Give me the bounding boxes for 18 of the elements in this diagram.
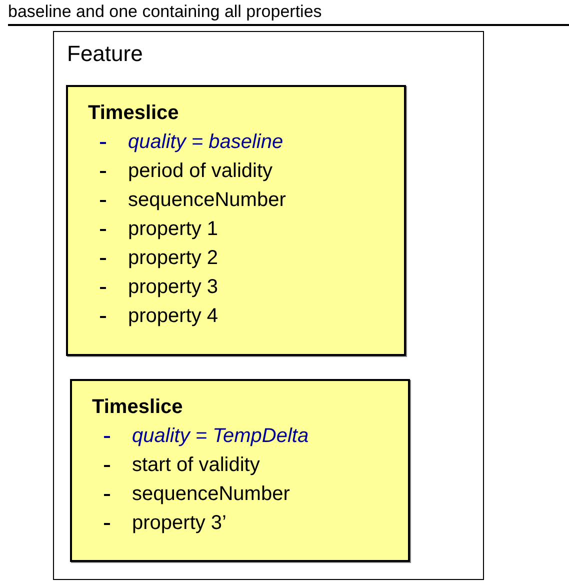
list-item: property 1 — [128, 217, 218, 242]
feature-box — [53, 31, 484, 580]
timeslice-box — [66, 85, 406, 356]
box-heading: Timeslice — [92, 395, 183, 420]
list-item: start of validity — [132, 453, 260, 478]
list-item: property 3’ — [132, 511, 226, 536]
box-title: Feature — [67, 40, 143, 68]
list-item: property 2 — [128, 246, 218, 271]
list-item: sequenceNumber — [132, 482, 290, 507]
caption-text: baseline and one containing all properties — [8, 2, 322, 22]
list-item: property 3 — [128, 275, 218, 300]
timeslice-box — [70, 379, 410, 562]
box-heading: Timeslice — [88, 101, 179, 126]
list-item: sequenceNumber — [128, 188, 286, 213]
list-item: period of validity — [128, 159, 273, 184]
list-item: property 4 — [128, 304, 218, 329]
list-item: quality = TempDelta — [132, 424, 309, 449]
list-item: quality = baseline — [128, 130, 284, 155]
